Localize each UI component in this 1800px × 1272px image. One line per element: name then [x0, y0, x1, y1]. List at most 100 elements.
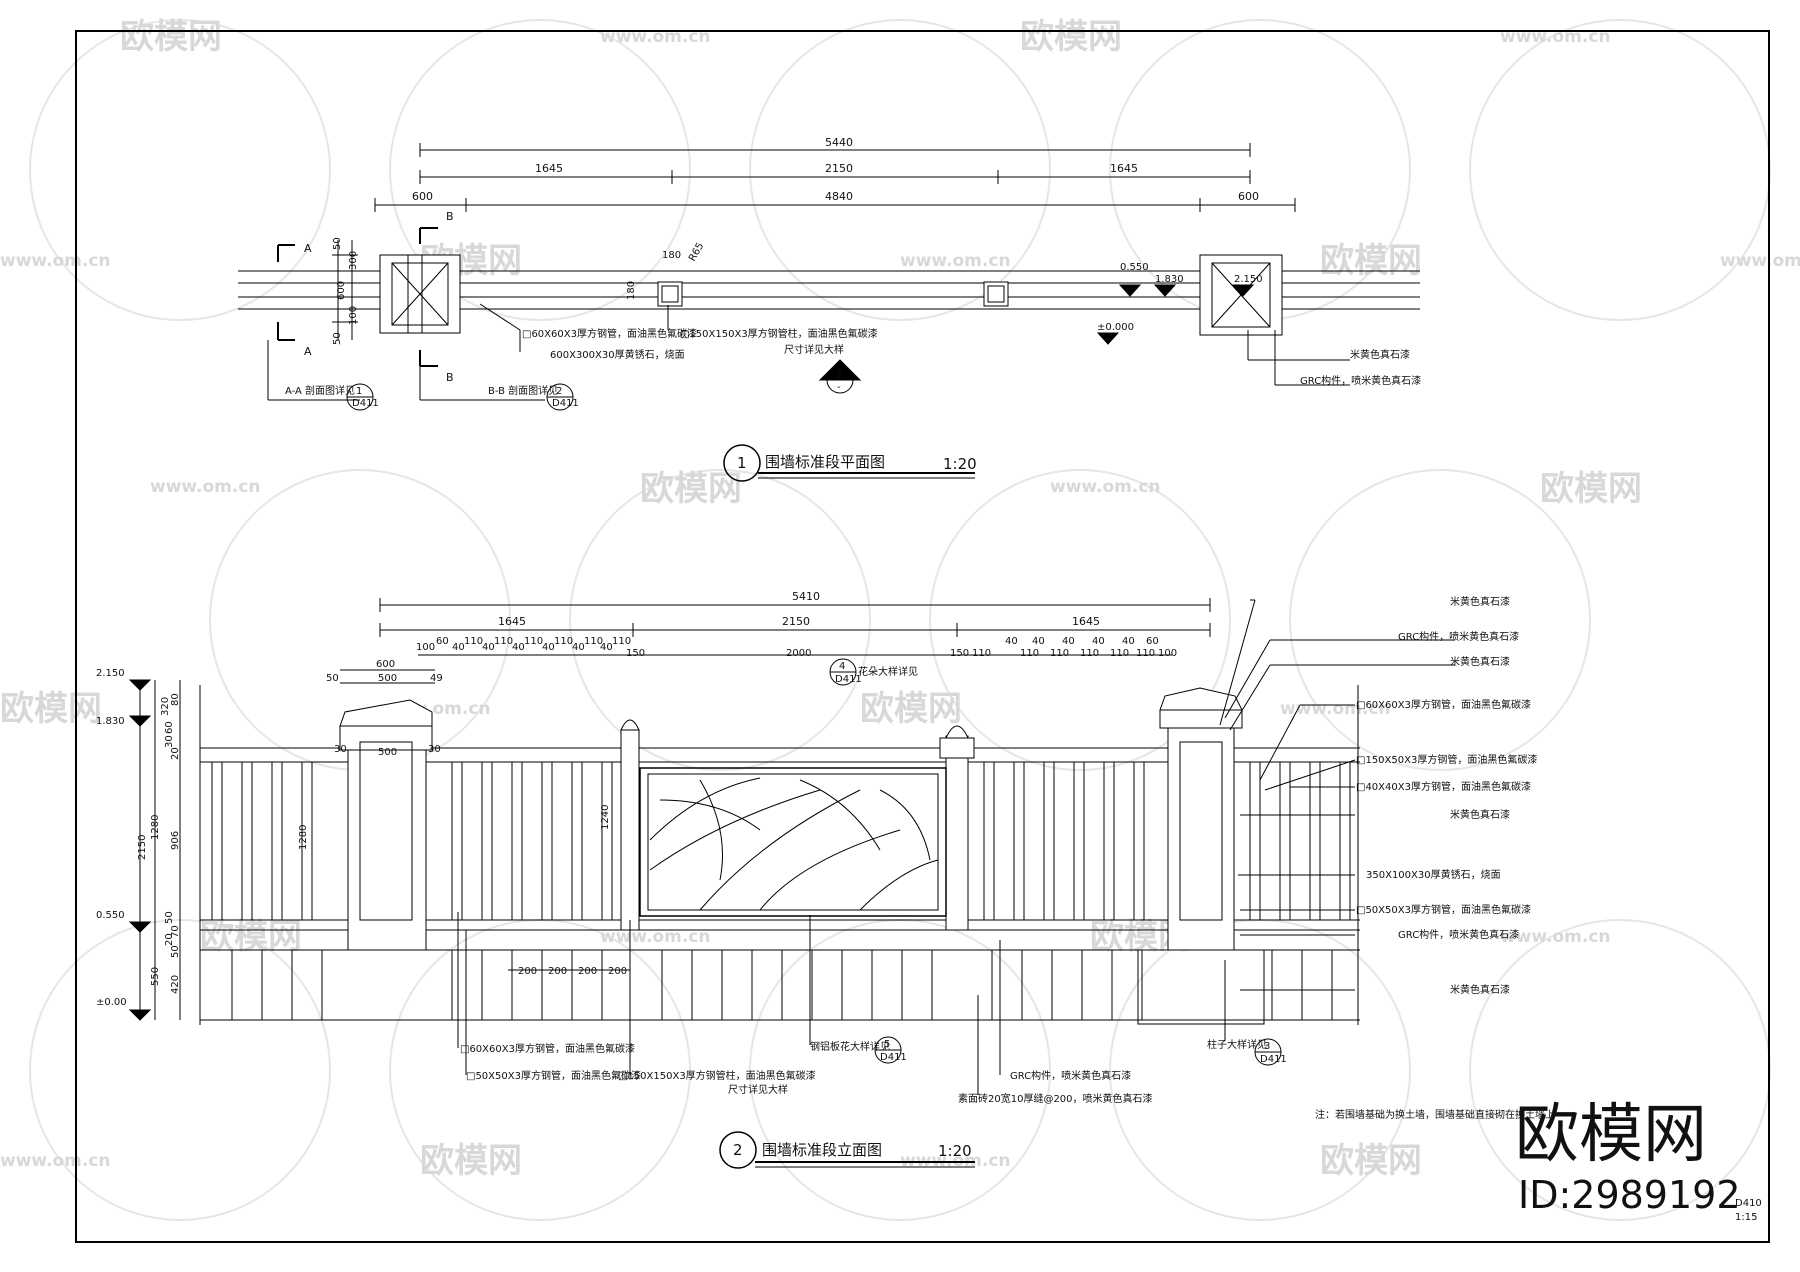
- elev-note-bottom-2: □50X50X3厚方钢管，面油黑色氟碳漆: [466, 1069, 641, 1082]
- pier-inner-dim-30b: 30: [428, 744, 441, 755]
- left-dim-80: 80: [170, 693, 181, 706]
- watermark-site-12: www.om.cn: [0, 1151, 111, 1171]
- plan-left-dim-50b: 50: [332, 332, 343, 345]
- detail-dim-l12: 110: [584, 636, 603, 647]
- pier-ref-label: 柱子大样详见: [1207, 1038, 1267, 1051]
- watermark-site-5: www.om.cn: [1720, 251, 1800, 271]
- elev-level-1830: 1.830: [96, 716, 125, 727]
- watermark-brand-8: 欧模网: [860, 689, 962, 729]
- watermark-brand-2: 欧模网: [1020, 17, 1122, 57]
- left-dim-1280: 1280: [150, 815, 161, 840]
- plan-note-1: □60X60X3厚方钢管，面油黑色氟碳漆: [522, 327, 697, 340]
- detail-dim-r3: 40: [1005, 636, 1018, 647]
- detail-dim-r5: 40: [1032, 636, 1045, 647]
- base-dim-2: 200: [548, 966, 567, 977]
- plan-level-0550: 0.550: [1120, 262, 1149, 273]
- watermark-brand-9: 欧模网: [200, 917, 302, 957]
- pier-dim-50: 50: [326, 673, 339, 684]
- watermark-brand-5: 欧模网: [640, 469, 742, 509]
- detail-dim-l1: 100: [416, 642, 435, 653]
- left-dim-70: 70: [170, 925, 181, 938]
- sheet-code: D410: [1735, 1198, 1762, 1209]
- base-dim-1: 200: [518, 966, 537, 977]
- ref-aa-label: A-A 剖面图详见: [285, 384, 355, 397]
- image-id-watermark: ID:2989192: [1518, 1173, 1741, 1217]
- plan-title-index: 1: [737, 454, 747, 472]
- detail-dim-l10: 110: [554, 636, 573, 647]
- left-dim-60: 60: [164, 721, 175, 734]
- panel-ref-num: 4: [839, 661, 845, 672]
- post-dim-r65: R65: [687, 241, 706, 264]
- pier-ref-sheet: D411: [1260, 1054, 1287, 1065]
- detail-dim-r12: 110: [1136, 648, 1155, 659]
- detail-dim-r6: 110: [1050, 648, 1069, 659]
- left-dim-30: 30: [164, 735, 175, 748]
- watermark-brand-6: 欧模网: [1540, 469, 1642, 509]
- detail-dim-r1: 150: [950, 648, 969, 659]
- plan-level-1830: 1.830: [1155, 274, 1184, 285]
- detail-dim-r8: 110: [1080, 648, 1099, 659]
- elev-note-right-3: 米黄色真石漆: [1450, 655, 1510, 668]
- plan-note-6: GRC构件，喷米黄色真石漆: [1300, 374, 1421, 387]
- elev-note-right-2: GRC构件，喷米黄色真石漆: [1398, 630, 1519, 643]
- internal-label-1240: 1240: [600, 805, 611, 830]
- left-dim-2150: 2150: [137, 835, 148, 860]
- ref-bb-num: 2: [556, 386, 562, 397]
- plan-left-dim-100: 100: [348, 306, 359, 325]
- watermark-layer: 欧模网 欧模网 欧模网 欧模网 欧模网 欧模网 欧模网 欧模网 欧模网 欧模网 …: [0, 17, 1800, 1221]
- pier-dim-500: 500: [378, 673, 397, 684]
- watermark-brand-4: 欧模网: [1320, 241, 1422, 281]
- elev-note-bottom-1: □60X60X3厚方钢管，面油黑色氟碳漆: [460, 1042, 635, 1055]
- elev-dim-1645-b: 1645: [1072, 615, 1100, 628]
- plan-note-5: 米黄色真石漆: [1350, 348, 1410, 361]
- pier-inner-dim-30a: 30: [334, 744, 347, 755]
- detail-dim-r14: 100: [1158, 648, 1177, 659]
- watermark-site-9: www.om.cn: [1280, 699, 1391, 719]
- plan-note-3: □150X150X3厚方钢管柱，面油黑色氟碳漆: [680, 327, 878, 340]
- plan-dim-1645-b: 1645: [1110, 162, 1138, 175]
- elev-scale: 1:20: [938, 1142, 972, 1160]
- panel-ref-sheet: D411: [835, 674, 862, 685]
- plan-level-000: ±0.000: [1097, 322, 1134, 333]
- detail-dim-l9: 40: [542, 642, 555, 653]
- elev-note-bottom-5: GRC构件，喷米黄色真石漆: [1010, 1069, 1131, 1082]
- plan-dim-600-b: 600: [1238, 190, 1259, 203]
- left-dim-320: 320: [160, 697, 171, 716]
- ref-bb-sheet: D411: [552, 398, 579, 409]
- post-dim-180: 180: [662, 250, 681, 261]
- elevation-view: [128, 598, 1455, 1169]
- detail-dim-l13: 40: [600, 642, 613, 653]
- section-mark-a-top: A: [304, 242, 312, 255]
- ref-aa-num: 1: [356, 386, 362, 397]
- plan-dim-4840: 4840: [825, 190, 853, 203]
- elev-level-000: ±0.00: [96, 997, 127, 1008]
- plan-dim-total: 5440: [825, 136, 853, 149]
- plan-left-dim-total: 600: [336, 281, 347, 300]
- watermark-site-6: www.om.cn: [150, 477, 261, 497]
- elev-note-bottom-6: 素面砖20宽10厚缝@200，喷米黄色真石漆: [958, 1092, 1153, 1105]
- section-mark-b-top: B: [446, 210, 454, 223]
- detail-dim-r10: 110: [1110, 648, 1129, 659]
- elev-note-right-8: 350X100X30厚黄锈石，烧面: [1366, 868, 1501, 881]
- elev-footnote: 注：若围墙基础为换土墙，围墙基础直接砌在换土墙上: [1315, 1108, 1555, 1121]
- elev-title: 围墙标准段立面图: [762, 1141, 882, 1159]
- ref-plan-num: 2: [836, 370, 842, 381]
- plan-dim-600-a: 600: [412, 190, 433, 203]
- section-mark-a-bottom: A: [304, 345, 312, 358]
- elev-note-right-5: □150X50X3厚方钢管，面油黑色氟碳漆: [1356, 753, 1537, 766]
- detail-dim-r11: 40: [1122, 636, 1135, 647]
- elev-title-index: 2: [733, 1141, 743, 1159]
- drawing-border: [75, 30, 1770, 1243]
- base-ref-sheet: D411: [880, 1052, 907, 1063]
- elev-note-right-6: □40X40X3厚方钢管，面油黑色氟碳漆: [1356, 780, 1531, 793]
- watermark-site-10: www.om.cn: [600, 927, 711, 947]
- section-mark-b-bottom: B: [446, 371, 454, 384]
- sheet-scale: 1:15: [1735, 1212, 1757, 1223]
- detail-dim-l5: 40: [482, 642, 495, 653]
- pier-ref-num: 3: [1264, 1041, 1270, 1052]
- ref-aa-sheet: D411: [352, 398, 379, 409]
- plan-left-dim-300: 300: [348, 251, 359, 270]
- elevation-labels: 5410 1645 2150 1645 100 60 40 110 40 110…: [96, 590, 1555, 1160]
- left-dim-20b: 20: [164, 933, 175, 946]
